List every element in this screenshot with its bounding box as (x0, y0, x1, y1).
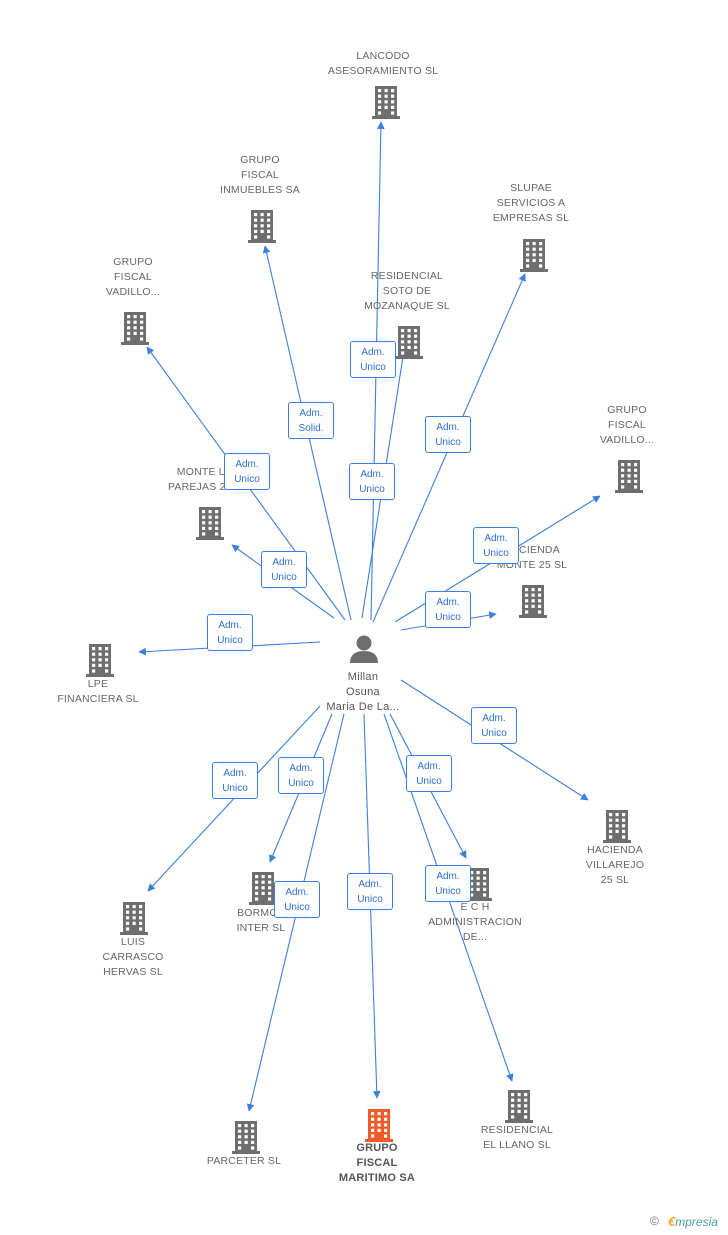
nodes-layer (86, 86, 643, 1154)
node-label-ech[interactable]: E C H ADMINISTRACION DE... (428, 901, 522, 943)
edge-label-hacienda-villarejo[interactable]: Adm. Unico (471, 707, 517, 744)
building-icon-residencial-llano[interactable] (505, 1090, 533, 1123)
edge-label-luis-carrasco[interactable]: Adm. Unico (212, 762, 258, 799)
edge-label-gf-inmuebles[interactable]: Adm. Solid. (288, 402, 334, 439)
brand-logo-text: mpresia (675, 1215, 718, 1229)
edge-label-residencial-llano[interactable]: Adm. Unico (425, 865, 471, 902)
person-icon[interactable] (350, 635, 378, 664)
building-icon-gf-maritimo[interactable] (365, 1109, 393, 1142)
node-label-slupae[interactable]: SLUPAE SERVICIOS A EMPRESAS SL (492, 182, 570, 224)
edge-label-bormo[interactable]: Adm. Unico (278, 757, 324, 794)
brand-logo-initial: € (668, 1214, 676, 1229)
building-icon-ech[interactable] (464, 868, 492, 901)
building-icon-lancodo[interactable] (372, 86, 400, 119)
building-icon-lpe[interactable] (86, 644, 114, 677)
edge-label-gf-vadillo-2[interactable]: Adm. Unico (473, 527, 519, 564)
edge-label-ech[interactable]: Adm. Unico (406, 755, 452, 792)
copyright-icon: © (650, 1214, 659, 1228)
building-icon-hacienda-monte[interactable] (519, 585, 547, 618)
edge-label-gf-vadillo-1[interactable]: Adm. Unico (224, 453, 270, 490)
edge-label-lancodo[interactable]: Adm. Unico (349, 463, 395, 500)
building-icon-bormo[interactable] (249, 872, 277, 905)
node-label-hacienda-villarejo[interactable]: HACIENDA VILLAREJO 25 SL (585, 844, 645, 886)
node-label-parceter[interactable]: PARCETER SL (206, 1155, 282, 1167)
brand-logo[interactable]: €mpresia (668, 1214, 718, 1229)
building-icon-gf-inmuebles[interactable] (248, 210, 276, 243)
building-icon-hacienda-villarejo[interactable] (603, 810, 631, 843)
node-label-gf-maritimo[interactable]: GRUPO FISCAL MARITIMO SA (338, 1142, 416, 1184)
edge-label-monte-lasparejas[interactable]: Adm. Unico (261, 551, 307, 588)
building-icon-slupae[interactable] (520, 239, 548, 272)
node-label-bormo[interactable]: BORMOS INTER SL (236, 907, 286, 934)
edge-label-residencial-soto[interactable]: Adm. Unico (350, 341, 396, 378)
edge-label-lpe[interactable]: Adm. Unico (207, 614, 253, 651)
node-label-lpe[interactable]: LPE FINANCIERA SL (57, 678, 139, 705)
node-label-residencial-llano[interactable]: RESIDENCIAL EL LLANO SL (480, 1124, 554, 1151)
edge-label-slupae[interactable]: Adm. Unico (425, 416, 471, 453)
node-label-residencial-soto[interactable]: RESIDENCIAL SOTO DE MOZANAQUE SL (364, 270, 450, 312)
building-icon-residencial-soto[interactable] (395, 326, 423, 359)
edge-label-parceter[interactable]: Adm. Unico (274, 881, 320, 918)
node-label-gf-vadillo-2[interactable]: GRUPO FISCAL VADILLO... (599, 404, 655, 446)
building-icon-gf-vadillo-1[interactable] (121, 312, 149, 345)
building-icon-parceter[interactable] (232, 1121, 260, 1154)
building-icon-monte-lasparejas[interactable] (196, 507, 224, 540)
node-label-luis-carrasco[interactable]: LUIS CARRASCO HERVAS SL (102, 936, 164, 978)
node-label-gf-inmuebles[interactable]: GRUPO FISCAL INMUEBLES SA (219, 154, 300, 196)
building-icon-luis-carrasco[interactable] (120, 902, 148, 935)
edge-label-hacienda-monte[interactable]: Adm. Unico (425, 591, 471, 628)
node-label-lancodo[interactable]: LANCODO ASESORAMIENTO SL (327, 50, 439, 77)
node-label-gf-vadillo-1[interactable]: GRUPO FISCAL VADILLO... (105, 256, 161, 298)
center-person-label[interactable]: Millan Osuna Maria De La... (326, 671, 400, 713)
edge-label-gf-maritimo[interactable]: Adm. Unico (347, 873, 393, 910)
building-icon-gf-vadillo-2[interactable] (615, 460, 643, 493)
